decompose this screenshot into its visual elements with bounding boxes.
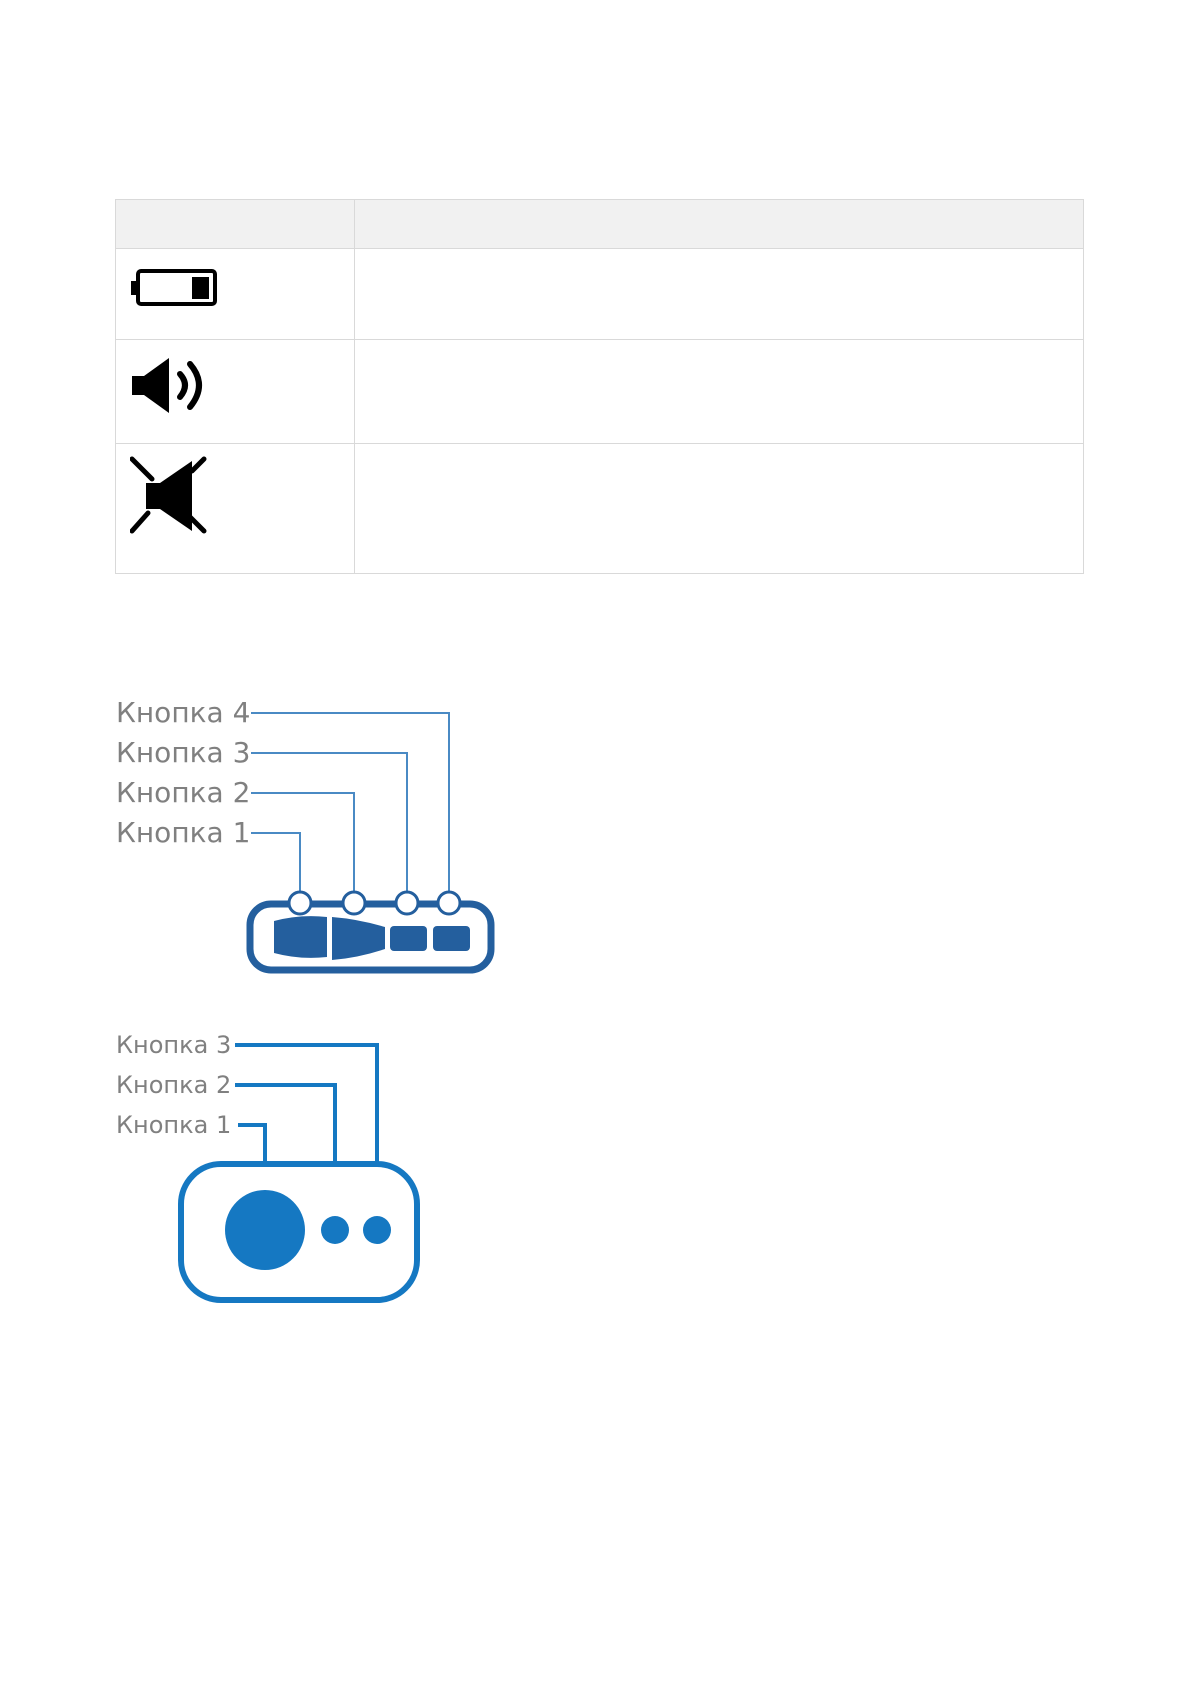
battery-low-icon <box>131 269 217 306</box>
table-cell-description <box>354 339 1084 444</box>
button-1-shape <box>274 916 327 958</box>
table-header-cell <box>115 199 355 249</box>
remote-three-buttons-diagram: Кнопка 3 Кнопка 2 Кнопка 1 <box>116 1031 420 1303</box>
button-2-marker <box>341 890 367 916</box>
button-1-shape <box>225 1190 305 1270</box>
table-cell-icon <box>115 339 355 444</box>
table-row <box>115 248 1084 340</box>
label-button-1: Кнопка 1 <box>116 1111 231 1139</box>
table-cell-description <box>354 443 1084 574</box>
button-2-shape <box>332 917 385 960</box>
table-cell-description <box>354 248 1084 340</box>
label-button-1: Кнопка 1 <box>116 816 250 849</box>
label-button-2: Кнопка 2 <box>116 776 250 809</box>
table-cell-icon <box>115 443 355 574</box>
button-1-marker <box>287 890 313 916</box>
speaker-sound-on-icon <box>132 358 202 413</box>
label-button-3: Кнопка 3 <box>116 736 250 769</box>
button-3-shape <box>390 926 427 951</box>
label-button-4: Кнопка 4 <box>116 696 250 729</box>
leader-line-button-1 <box>251 832 301 893</box>
leader-line-button-4 <box>251 712 450 893</box>
table-row <box>115 339 1084 444</box>
leader-line-button-2 <box>251 792 355 893</box>
label-button-2: Кнопка 2 <box>116 1071 231 1099</box>
table-row <box>115 443 1084 574</box>
speaker-muted-icon <box>130 456 207 534</box>
table-cell-icon <box>115 248 355 340</box>
icon-table <box>115 199 1084 574</box>
button-3-marker <box>394 890 420 916</box>
button-4-marker <box>436 890 462 916</box>
label-button-3: Кнопка 3 <box>116 1031 231 1059</box>
button-4-shape <box>433 926 470 951</box>
remote-four-buttons-diagram: Кнопка 4 Кнопка 3 Кнопка 2 Кнопка 1 <box>116 696 495 974</box>
leader-line-button-3 <box>251 752 408 893</box>
button-2-shape <box>321 1216 349 1244</box>
button-3-shape <box>363 1216 391 1244</box>
